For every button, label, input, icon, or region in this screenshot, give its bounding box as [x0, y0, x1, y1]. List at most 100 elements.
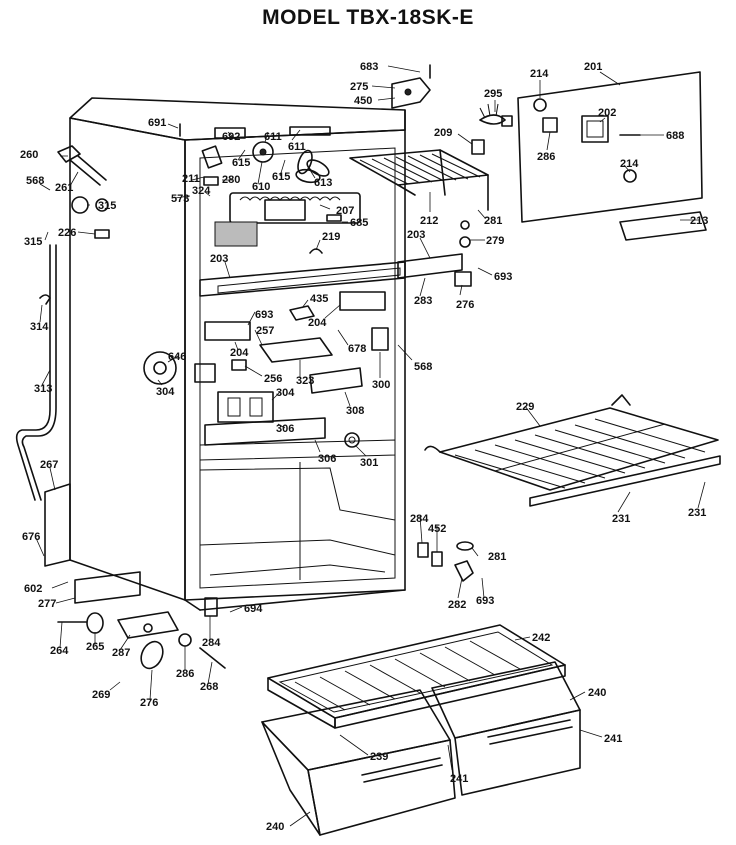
- callout-211: 211: [182, 173, 200, 185]
- callout-203: 203: [210, 253, 228, 265]
- callout-282: 282: [448, 599, 466, 611]
- callout-264: 264: [50, 645, 69, 657]
- callout-209: 209: [434, 127, 452, 139]
- callout-308: 308: [346, 405, 364, 417]
- callout-306: 306: [276, 423, 294, 435]
- fresh-food-controls: [143, 291, 389, 448]
- control-panel: [471, 71, 707, 241]
- callout-452: 452: [428, 523, 446, 535]
- callout-646: 646: [168, 351, 186, 363]
- callout-219: 219: [322, 231, 340, 243]
- callout-231: 231: [612, 513, 630, 525]
- callout-613: 613: [314, 177, 332, 189]
- callout-201: 201: [584, 61, 602, 73]
- callout-295: 295: [484, 88, 502, 100]
- callout-283: 283: [414, 295, 432, 307]
- callout-678: 678: [348, 343, 366, 355]
- callout-269: 269: [92, 689, 110, 701]
- callout-202: 202: [598, 107, 616, 119]
- callout-676: 676: [22, 531, 40, 543]
- callout-301: 301: [360, 457, 378, 469]
- callout-214: 214: [530, 68, 549, 80]
- crisper-drawer-left: [261, 689, 456, 836]
- fresh-food-shelf: [424, 394, 721, 507]
- callout-324: 324: [192, 185, 211, 197]
- callout-323: 323: [296, 375, 314, 387]
- callout-279: 279: [486, 235, 504, 247]
- callout-203: 203: [407, 229, 425, 241]
- callout-204: 204: [308, 317, 327, 329]
- callout-256: 256: [264, 373, 282, 385]
- callout-240: 240: [588, 687, 606, 699]
- callout-242: 242: [532, 632, 550, 644]
- callout-692: 692: [222, 131, 240, 143]
- callout-694: 694: [244, 603, 263, 615]
- callout-693: 693: [255, 309, 273, 321]
- refrigerator-cabinet: [69, 97, 406, 611]
- center-hinge: [397, 220, 472, 287]
- top-hinge: [391, 64, 431, 109]
- callout-257: 257: [256, 325, 274, 337]
- callout-615: 615: [272, 171, 290, 183]
- callout-labels: 683 275 450 214 201 295 202 209 688 286 …: [20, 61, 708, 833]
- crisper-drawer-right: [431, 661, 581, 796]
- callout-226: 226: [58, 227, 76, 239]
- callout-277: 277: [38, 598, 56, 610]
- callout-611: 611: [288, 141, 306, 153]
- callout-214: 214: [620, 158, 639, 170]
- callout-287: 287: [112, 647, 130, 659]
- callout-275: 275: [350, 81, 368, 93]
- callout-212: 212: [420, 215, 438, 227]
- callout-314: 314: [30, 321, 49, 333]
- lower-cabinet-parts: [57, 541, 474, 670]
- leader-lines: [35, 65, 706, 827]
- callout-691: 691: [148, 117, 166, 129]
- callout-280: 280: [222, 174, 240, 186]
- callout-204: 204: [230, 347, 249, 359]
- callout-231: 231: [688, 507, 706, 519]
- callout-315: 315: [98, 200, 116, 212]
- callout-304: 304: [156, 386, 175, 398]
- callout-688: 688: [666, 130, 684, 142]
- callout-260: 260: [20, 149, 38, 161]
- callout-281: 281: [484, 215, 502, 227]
- callout-207: 207: [336, 205, 354, 217]
- callout-450: 450: [354, 95, 372, 107]
- callout-267: 267: [40, 459, 58, 471]
- callout-313: 313: [34, 383, 52, 395]
- callout-300: 300: [372, 379, 390, 391]
- callout-276: 276: [140, 697, 158, 709]
- callout-611: 611: [264, 131, 282, 143]
- drain-and-defrost-parts: [15, 145, 110, 567]
- freezer-shelf: [349, 149, 489, 211]
- callout-241: 241: [450, 773, 468, 785]
- callout-265: 265: [86, 641, 104, 653]
- callout-435: 435: [310, 293, 328, 305]
- callout-685: 685: [350, 217, 368, 229]
- callout-602: 602: [24, 583, 42, 595]
- diagram-title: MODEL TBX-18SK-E: [262, 6, 474, 29]
- callout-281: 281: [488, 551, 506, 563]
- callout-239: 239: [370, 751, 388, 763]
- callout-240: 240: [266, 821, 284, 833]
- callout-286: 286: [176, 668, 194, 680]
- callout-284: 284: [202, 637, 221, 649]
- callout-284: 284: [410, 513, 429, 525]
- callout-573: 573: [171, 193, 189, 205]
- callout-268: 268: [200, 681, 218, 693]
- callout-615: 615: [232, 157, 250, 169]
- crisper-cover: [267, 624, 566, 729]
- callout-610: 610: [252, 181, 270, 193]
- callout-213: 213: [690, 215, 708, 227]
- callout-568: 568: [26, 175, 44, 187]
- callout-568: 568: [414, 361, 432, 373]
- callout-286: 286: [537, 151, 555, 163]
- callout-683: 683: [360, 61, 378, 73]
- callout-229: 229: [516, 401, 534, 413]
- callout-241: 241: [604, 733, 622, 745]
- freezer-components: [179, 123, 406, 297]
- callout-276: 276: [456, 299, 474, 311]
- callout-306: 306: [318, 453, 336, 465]
